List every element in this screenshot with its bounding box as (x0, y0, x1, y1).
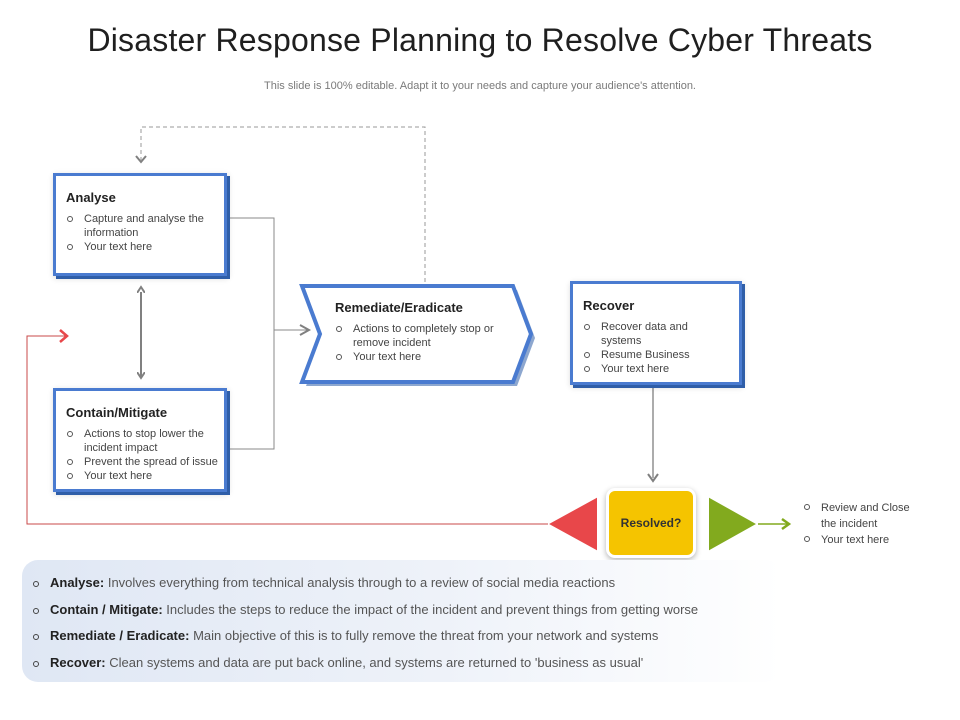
recover-box: Recover Recover data and systems Resume … (570, 281, 742, 385)
summary-list: Analyse: Involves everything from techni… (22, 560, 782, 676)
analyse-box: Analyse Capture and analyse the informat… (53, 173, 227, 276)
summary-term: Remediate / Eradicate: (50, 628, 190, 643)
contain-item: Your text here (66, 469, 216, 483)
feedback-dashed-connector (140, 126, 426, 282)
contain-list: Actions to stop lower the incident impac… (66, 427, 218, 483)
no-return-red-line (26, 335, 548, 525)
recover-arrow-head (647, 473, 659, 483)
summary-text: Main objective of this is to fully remov… (193, 628, 659, 643)
recover-item: Your text here (583, 362, 731, 376)
resolved-label: Resolved? (620, 516, 682, 530)
no-return-arrow-head (59, 329, 69, 343)
review-content: Review and Close the incident Your text … (803, 500, 943, 548)
summary-item-analyse: Analyse: Involves everything from techni… (32, 570, 782, 597)
yes-green-triangle (707, 494, 761, 554)
remediate-list: Actions to completely stop or remove inc… (335, 322, 505, 364)
contain-heading: Contain/Mitigate (66, 405, 168, 420)
recover-item: Recover data and systems (583, 320, 701, 348)
recover-item: Resume Business (583, 348, 731, 362)
review-item: Your text here (803, 532, 943, 548)
analyse-item: Capture and analyse the information (66, 212, 216, 240)
merge-arrow-head (299, 324, 312, 336)
summary-text: Clean systems and data are put back onli… (109, 654, 644, 670)
contain-item: Prevent the spread of issue (66, 455, 218, 469)
analyse-item: Your text here (66, 240, 216, 254)
no-red-triangle (544, 494, 599, 554)
recover-list: Recover data and systems Resume Business… (583, 320, 731, 376)
contain-box: Contain/Mitigate Actions to stop lower t… (53, 388, 227, 492)
summary-item-recover: Recover: Clean systems and data are put … (32, 650, 782, 677)
analyse-heading: Analyse (66, 190, 116, 205)
summary-item-remediate: Remediate / Eradicate: Main objective of… (32, 623, 782, 650)
summary-term: Contain / Mitigate: (50, 601, 163, 617)
summary-text: Involves everything from technical analy… (107, 575, 616, 590)
remediate-item: Actions to completely stop or remove inc… (335, 322, 505, 350)
summary-term: Recover: (50, 654, 106, 670)
recover-heading: Recover (583, 298, 635, 313)
merge-bracket-connector (228, 217, 308, 450)
page-subtitle: This slide is 100% editable. Adapt it to… (264, 80, 696, 92)
summary-text: Includes the steps to reduce the impact … (166, 601, 699, 617)
summary-item-contain: Contain / Mitigate: Includes the steps t… (32, 597, 782, 624)
review-item: Review and Close the incident (803, 500, 921, 532)
remediate-content: Remediate/Eradicate Actions to completel… (335, 300, 505, 364)
contain-item: Actions to stop lower the incident impac… (66, 427, 216, 455)
analyse-list: Capture and analyse the information Your… (66, 212, 216, 254)
remediate-chevron (299, 284, 534, 384)
feedback-arrow-head (135, 155, 147, 164)
remediate-heading: Remediate/Eradicate (335, 300, 463, 315)
review-list: Review and Close the incident Your text … (803, 500, 943, 548)
resolved-decision: Resolved? (606, 488, 696, 558)
summary-term: Analyse: (50, 575, 105, 590)
page-title: Disaster Response Planning to Resolve Cy… (87, 22, 873, 58)
remediate-item: Your text here (335, 350, 505, 364)
yes-arrow-head (781, 517, 792, 531)
summary-panel: Analyse: Involves everything from techni… (22, 560, 782, 682)
